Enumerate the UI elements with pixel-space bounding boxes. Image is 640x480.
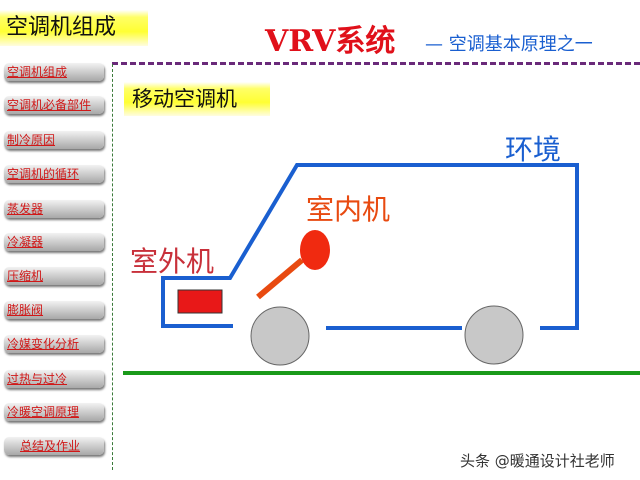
- nav-button[interactable]: 空调机组成: [4, 63, 104, 81]
- nav-button[interactable]: 总结及作业: [4, 437, 104, 455]
- environment-label: 环境: [505, 133, 562, 166]
- subtitle: — 空调基本原理之一: [425, 34, 593, 55]
- nav-button[interactable]: 冷凝器: [4, 233, 104, 251]
- outdoor-label: 室外机: [130, 245, 215, 278]
- nav-button[interactable]: 蒸发器: [4, 200, 104, 218]
- wheel-rear: [464, 305, 524, 365]
- watermark: 头条 @暖通设计社老师: [460, 452, 615, 470]
- main-title: VRV系统: [265, 24, 396, 59]
- nav-button[interactable]: 膨胀阀: [4, 301, 104, 319]
- nav-button[interactable]: 冷媒变化分析: [4, 335, 104, 353]
- nav-button[interactable]: 压缩机: [4, 267, 104, 285]
- wheel-front: [250, 306, 310, 366]
- sidebar-divider: [112, 64, 113, 470]
- nav-button[interactable]: 冷暖空调原理: [4, 403, 104, 421]
- nav-button[interactable]: 空调机的循环: [4, 165, 104, 183]
- indoor-label: 室内机: [306, 193, 391, 226]
- nav-button[interactable]: 空调机必备部件: [4, 96, 104, 114]
- nav-button[interactable]: 过热与过冷: [4, 370, 104, 388]
- slide-heading: 移动空调机: [124, 82, 270, 116]
- header-divider: [112, 62, 640, 65]
- outdoor-unit: [177, 289, 223, 314]
- indoor-unit-pipe: [256, 257, 304, 300]
- indoor-unit: [300, 230, 330, 270]
- van-outline: [161, 163, 579, 330]
- section-title: 空调机组成: [0, 10, 148, 46]
- nav-button[interactable]: 制冷原因: [4, 131, 104, 149]
